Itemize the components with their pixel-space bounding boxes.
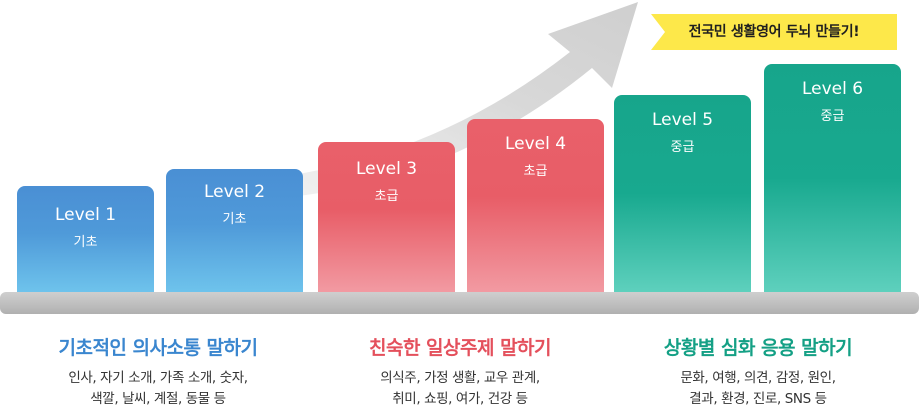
level-1-label: Level 1 bbox=[54, 205, 117, 225]
level-2-block: Level 2 기초 bbox=[166, 169, 303, 292]
caption-daily: 친숙한 일상주제 말하기 의식주, 가정 생활, 교우 관계, 취미, 쇼핑, … bbox=[330, 335, 590, 410]
banner-ribbon-icon bbox=[651, 14, 897, 50]
level-4-sub: 초급 bbox=[523, 164, 548, 179]
level-4-label: Level 4 bbox=[504, 134, 567, 154]
level-6-block: Level 6 중급 bbox=[764, 64, 901, 292]
level-1-sub: 기초 bbox=[73, 235, 98, 250]
level-5-block: Level 5 중급 bbox=[614, 95, 751, 292]
caption-basic-line-1: 인사, 자기 소개, 가족 소개, 숫자, bbox=[68, 370, 248, 386]
caption-basic: 기초적인 의사소통 말하기 인사, 자기 소개, 가족 소개, 숫자, 색깔, … bbox=[28, 335, 288, 410]
caption-basic-desc: 인사, 자기 소개, 가족 소개, 숫자, 색깔, 날씨, 계절, 동물 등 bbox=[28, 368, 288, 410]
caption-basic-title: 기초적인 의사소통 말하기 bbox=[58, 337, 258, 359]
level-5-sub: 중급 bbox=[670, 140, 695, 155]
caption-daily-line-2: 취미, 쇼핑, 여가, 건강 등 bbox=[392, 391, 528, 407]
banner-text: 전국민 생활영어 두뇌 만들기! bbox=[688, 24, 860, 40]
level-6-sub: 중급 bbox=[820, 109, 845, 124]
level-3-label: Level 3 bbox=[355, 159, 418, 179]
level-2-label: Level 2 bbox=[203, 182, 266, 202]
caption-daily-line-1: 의식주, 가정 생활, 교우 관계, bbox=[380, 370, 540, 386]
level-2-sub: 기초 bbox=[222, 212, 247, 227]
caption-advanced-line-2: 결과, 환경, 진로, SNS 등 bbox=[689, 391, 827, 407]
caption-advanced: 상황별 심화 응용 말하기 문화, 여행, 의견, 감정, 원인, 결과, 환경… bbox=[628, 335, 888, 410]
level-5-label: Level 5 bbox=[651, 110, 714, 130]
level-4-block: Level 4 초급 bbox=[467, 119, 604, 292]
level-3-block: Level 3 초급 bbox=[318, 142, 455, 292]
caption-advanced-line-1: 문화, 여행, 의견, 감정, 원인, bbox=[680, 370, 836, 386]
base-shelf bbox=[0, 292, 919, 314]
caption-advanced-desc: 문화, 여행, 의견, 감정, 원인, 결과, 환경, 진로, SNS 등 bbox=[628, 368, 888, 410]
level-3-sub: 초급 bbox=[374, 189, 399, 204]
caption-advanced-title: 상황별 심화 응용 말하기 bbox=[663, 337, 853, 359]
level-1-block: Level 1 기초 bbox=[17, 186, 154, 292]
caption-daily-title: 친숙한 일상주제 말하기 bbox=[368, 337, 552, 359]
caption-basic-line-2: 색깔, 날씨, 계절, 동물 등 bbox=[90, 391, 226, 407]
level-6-label: Level 6 bbox=[801, 79, 864, 99]
caption-daily-desc: 의식주, 가정 생활, 교우 관계, 취미, 쇼핑, 여가, 건강 등 bbox=[330, 368, 590, 410]
slogan-banner: 전국민 생활영어 두뇌 만들기! bbox=[651, 14, 897, 50]
